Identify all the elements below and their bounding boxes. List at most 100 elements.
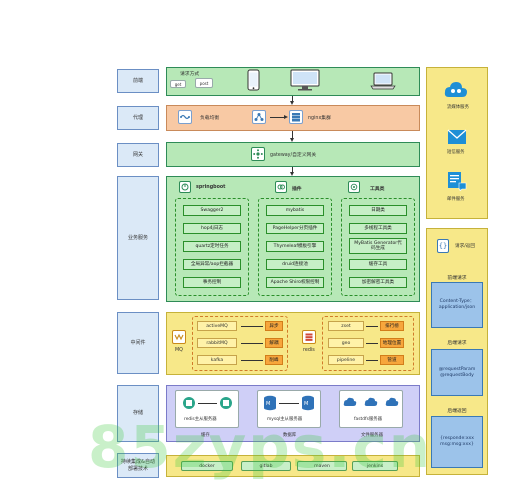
db-caption: 数据库 (283, 433, 297, 438)
mail-service-label: 短信服务 (447, 150, 465, 155)
plugins-item: PageHelper分页插件 (266, 223, 324, 234)
row-label-middleware: 中间件 (117, 312, 159, 374)
braces-icon: {} (437, 239, 449, 253)
redis-master-icon (182, 396, 196, 410)
request-method-label: 请求方式 (180, 72, 200, 77)
plugins-item: Thymeleaf模板引擎 (266, 241, 324, 252)
fastdfs-icon (385, 396, 399, 408)
laptop-icon (370, 72, 396, 90)
mysql-slave-icon: M (301, 395, 315, 411)
mq-item: activeMQ (197, 321, 237, 331)
tools-item: 缓存工具 (349, 259, 407, 270)
cache-server-name: redis主从服务器 (184, 417, 217, 422)
flow-arrow-1 (290, 101, 294, 105)
redis-label: redis (303, 348, 315, 353)
backend-response-text: {responde:xxx msg:msg:xxx} (439, 436, 474, 447)
redis-item: pipeline (328, 355, 364, 365)
row-label-proxy: 代理 (117, 106, 159, 130)
ci-band (166, 455, 420, 477)
plugins-item: druid连接池 (266, 259, 324, 270)
tools-title: 工具类 (370, 187, 385, 192)
mq-tag: 削峰 (265, 355, 283, 365)
tools-item: 日期类 (349, 205, 407, 216)
redis-arrow (366, 326, 378, 327)
springboot-item: Swagger2 (183, 205, 241, 216)
plugins-group (258, 198, 332, 296)
backend-request-title: 后端请求 (447, 341, 467, 346)
mq-group (192, 316, 288, 371)
nginx-cluster-label: nginx集群 (308, 116, 331, 121)
fastdfs-icon (364, 396, 378, 408)
redis-item: geo (328, 338, 364, 348)
redis-item: zset (328, 321, 364, 331)
redis-arrow (366, 343, 378, 344)
ci-item-docker: docker (181, 461, 233, 471)
redis-arrow (366, 360, 378, 361)
db-server-name: mysql主从服务器 (267, 417, 303, 422)
backend-response-box: {responde:xxx msg:msg:xxx} (431, 416, 483, 468)
mysql-master-icon: M (263, 395, 277, 411)
tools-item: 加密解密工具类 (349, 277, 407, 288)
redis-tag: 地理位置 (380, 338, 404, 348)
mq-arrow (241, 343, 263, 344)
cloud-icon (444, 80, 468, 100)
redis-slave-icon (219, 396, 233, 410)
file-server-name: fastdfs服务器 (354, 417, 383, 422)
springboot-title: springboot (196, 185, 226, 190)
redis-tag: 排行榜 (380, 321, 404, 331)
monitor-icon (290, 69, 320, 91)
row-label-ci: 持续集成&自动部署技术 (117, 453, 159, 478)
nginx-arrow-line (270, 117, 285, 118)
plugins-item: mybatis (266, 205, 324, 216)
backend-request-text: @requestParam @requestBody (438, 366, 476, 378)
mq-item: kafka (197, 355, 237, 365)
mq-tag: 解耦 (265, 338, 283, 348)
cache-caption: 缓存 (201, 433, 210, 438)
springboot-group (175, 198, 249, 296)
frontend-request-text: Content-Type：application/json (438, 299, 476, 310)
redis-tag: 管道 (380, 355, 404, 365)
svg-text:M: M (266, 401, 270, 407)
load-balance-label: 负载均衡 (200, 116, 220, 121)
mq-icon (172, 330, 186, 344)
gateway-icon (251, 147, 265, 161)
backend-request-box: @requestParam @requestBody (431, 349, 483, 396)
fastdfs-icon (343, 396, 357, 408)
mq-tag: 异步 (265, 321, 283, 331)
row-label-gateway: 网关 (117, 143, 159, 167)
load-balance-icon (178, 110, 192, 124)
frontend-request-title: 前端请求 (447, 276, 467, 281)
flow-line-1 (292, 96, 293, 102)
flow-line-3 (292, 167, 293, 173)
request-response-header: 请求/返回 (455, 244, 475, 249)
sms-icon (447, 171, 467, 192)
mq-arrow (241, 360, 263, 361)
mq-item: rabbitMQ (197, 338, 237, 348)
redis-group (322, 316, 414, 371)
gateway-label: gateway/自定义网关 (270, 153, 317, 158)
springboot-item: hop4j日志 (183, 223, 241, 234)
row-label-storage: 存储 (117, 385, 159, 442)
tools-group (341, 198, 415, 296)
plugins-icon (275, 181, 287, 193)
gateway-band (166, 142, 420, 167)
tools-item: MyBatis Generator代码生成 (349, 238, 407, 254)
sms-service-label: 邮件服务 (447, 197, 465, 202)
plugins-title: 插件 (292, 187, 302, 192)
backend-response-title: 后端返回 (447, 409, 467, 414)
frontend-request-box: Content-Type：application/json (431, 282, 483, 328)
nginx-arrow-head (284, 115, 288, 119)
redis-icon (302, 330, 316, 344)
springboot-item: quartz定时任务 (183, 241, 241, 252)
ci-item-maven: maven (297, 461, 347, 471)
ci-item-gitlab: gitlab (241, 461, 291, 471)
cache-sync-line (198, 403, 217, 404)
tools-icon (348, 181, 360, 193)
flow-line-2 (292, 131, 293, 139)
post-method: post (195, 78, 213, 88)
plugins-item: Apache Shiro权限控制 (266, 277, 324, 288)
row-label-frontend: 前端 (117, 69, 159, 93)
cdn-service-label: 流媒体服务 (447, 105, 469, 110)
get-method: get (170, 80, 186, 88)
mail-icon (447, 129, 467, 145)
